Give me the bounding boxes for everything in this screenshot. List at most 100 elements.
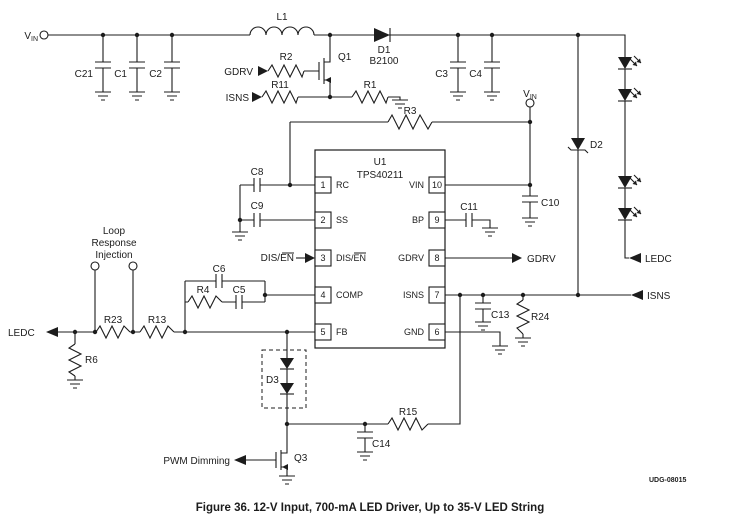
label-r6: R6 (85, 355, 98, 366)
ledc-right-arrow (629, 253, 641, 263)
resistor-r24 (515, 299, 531, 335)
pin-name-comp: COMP (336, 290, 363, 300)
resistor-r3 (387, 113, 433, 131)
label-c1: C1 (114, 69, 127, 80)
ledc-left-label: LEDC (8, 328, 35, 339)
pwm-dimming-label: PWM Dimming (163, 456, 230, 467)
isns-in-arrow (252, 92, 262, 102)
capacitor-c6 (215, 274, 223, 288)
label-c13: C13 (491, 310, 510, 321)
label-d2: D2 (590, 140, 603, 151)
doc-code: UDG-08015 (649, 477, 686, 484)
gdrv-out-arrow (512, 253, 522, 263)
pin-name-gnd: GND (404, 327, 425, 337)
vin-label-mid: VIN (523, 89, 537, 101)
inductor-l1 (249, 26, 315, 36)
label-l1: L1 (276, 12, 288, 23)
vin-terminal-top (39, 30, 49, 40)
label-c10: C10 (541, 198, 560, 209)
label-c11: C11 (460, 202, 478, 213)
gdrv-in-label: GDRV (224, 67, 253, 78)
label-c4: C4 (469, 69, 482, 80)
figure-caption: Figure 36. 12-V Input, 700-mA LED Driver… (196, 502, 544, 514)
disen-label: DIS/EN (261, 253, 294, 264)
label-d1: D1 (378, 45, 391, 56)
label-c3: C3 (435, 69, 448, 80)
label-r24: R24 (531, 312, 550, 323)
dual-diode-d3 (261, 349, 307, 409)
label-c6: C6 (213, 264, 226, 275)
gdrv-in-arrow (258, 66, 268, 76)
label-r23: R23 (104, 315, 123, 326)
loop-label-line3: Injection (95, 250, 132, 261)
pin-number-6: 6 (434, 327, 439, 337)
label-c8: C8 (251, 167, 264, 178)
capacitor-c11 (465, 213, 473, 227)
capacitor-c1 (129, 61, 145, 69)
capacitor-c21 (95, 61, 111, 69)
resistor-r6 (67, 343, 83, 377)
resistor-r4 (187, 294, 223, 310)
pin-name-gdrv: GDRV (398, 253, 424, 263)
capacitor-c8 (253, 178, 261, 192)
label-c9: C9 (251, 201, 264, 212)
label-r2: R2 (280, 52, 293, 63)
net-arrows (46, 66, 643, 465)
label-r11: R11 (271, 80, 289, 91)
ledc-left-arrow (46, 327, 58, 337)
loop-label-line2: Response (91, 238, 136, 249)
led-string (617, 55, 642, 221)
resistor-r2 (267, 63, 305, 79)
pin-name-disen: DIS/EN (336, 253, 366, 263)
label-c2: C2 (149, 69, 162, 80)
led-3 (617, 174, 642, 189)
pwm-arrow (234, 455, 246, 465)
pin-number-5: 5 (320, 327, 325, 337)
label-q3: Q3 (294, 453, 308, 464)
isns-out-arrow (631, 290, 643, 300)
label-r13: R13 (148, 315, 167, 326)
label-c14: C14 (372, 439, 391, 450)
led-2 (617, 87, 642, 102)
pin-name-isns: ISNS (403, 290, 424, 300)
resistor-r23 (95, 324, 131, 340)
pin-name-bp: BP (412, 215, 424, 225)
led-1 (617, 55, 642, 70)
ic-u1: U1 TPS40211 1 2 3 4 5 10 9 8 7 6 RC SS D… (314, 149, 446, 349)
resistor-r11 (261, 89, 299, 105)
capacitor-c13 (475, 302, 491, 310)
pin-number-3: 3 (320, 253, 325, 263)
label-c21: C21 (75, 69, 94, 80)
diode-d1 (374, 28, 391, 42)
loop-label-line1: Loop (103, 226, 126, 237)
isns-out-label: ISNS (647, 291, 671, 302)
ledc-right-label: LEDC (645, 254, 672, 265)
loop-injection-terminal-2 (128, 261, 138, 271)
label-q1: Q1 (338, 52, 352, 63)
pin-name-ss: SS (336, 215, 348, 225)
loop-injection-terminal-1 (90, 261, 100, 271)
capacitor-c5 (235, 295, 243, 309)
capacitor-c14 (357, 431, 373, 439)
gdrv-out-label: GDRV (527, 254, 556, 265)
label-c5: C5 (233, 285, 246, 296)
zener-d2 (567, 138, 589, 154)
pin-number-9: 9 (434, 215, 439, 225)
label-d3: D3 (266, 375, 279, 386)
isns-in-label: ISNS (226, 93, 250, 104)
pin-number-8: 8 (434, 253, 439, 263)
pin-number-7: 7 (434, 290, 439, 300)
label-r15: R15 (399, 407, 418, 418)
label-r1: R1 (364, 80, 377, 91)
pin-number-2: 2 (320, 215, 325, 225)
resistor-r15 (387, 416, 429, 432)
pin-number-10: 10 (432, 180, 442, 190)
label-r4: R4 (197, 285, 210, 296)
label-r3: R3 (404, 106, 417, 117)
pin-name-vin: VIN (409, 180, 424, 190)
pin-number-4: 4 (320, 290, 325, 300)
pin-name-rc: RC (336, 180, 349, 190)
vin-terminal-mid (525, 98, 535, 108)
